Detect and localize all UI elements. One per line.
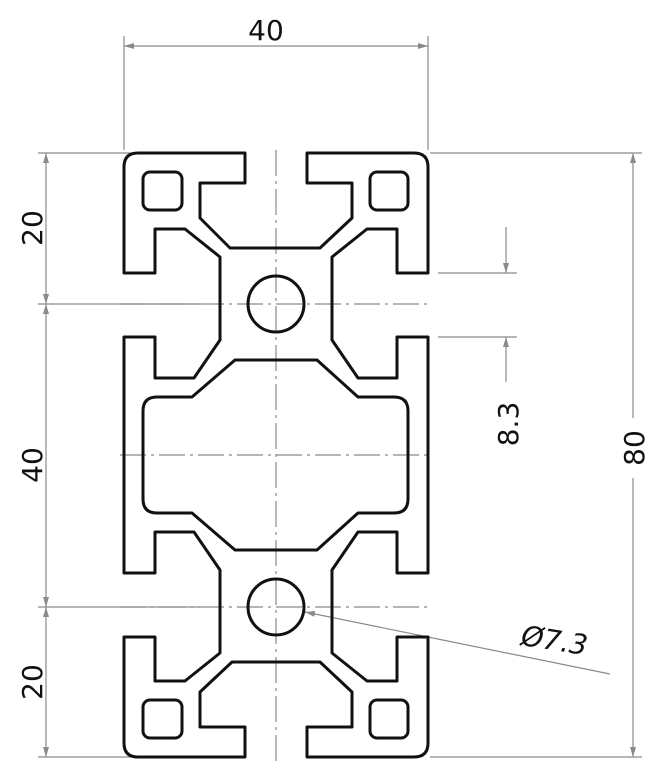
dimension-lines [43,43,636,757]
aluminium-profile [122,151,430,759]
corner-cavity-top-right [368,170,410,212]
hole-diameter-label: Ø7.3 [518,619,590,662]
width-label: 40 [248,14,284,47]
hole-leader-line [304,611,611,675]
slot-width-label: 8.3 [492,402,525,447]
profile-outline [122,151,430,759]
left-middle-label: 40 [16,447,49,483]
corner-cavity-top-left [141,170,184,212]
upper-core-hole [246,274,306,334]
central-cavity [141,358,410,552]
left-top-label: 20 [16,210,49,246]
centerlines [120,150,430,762]
corner-cavity-bottom-right [368,698,410,740]
total-height-label: 80 [618,430,651,466]
left-bottom-label: 20 [16,664,49,700]
lower-core-hole [246,577,306,637]
corner-cavity-bottom-left [141,698,184,740]
